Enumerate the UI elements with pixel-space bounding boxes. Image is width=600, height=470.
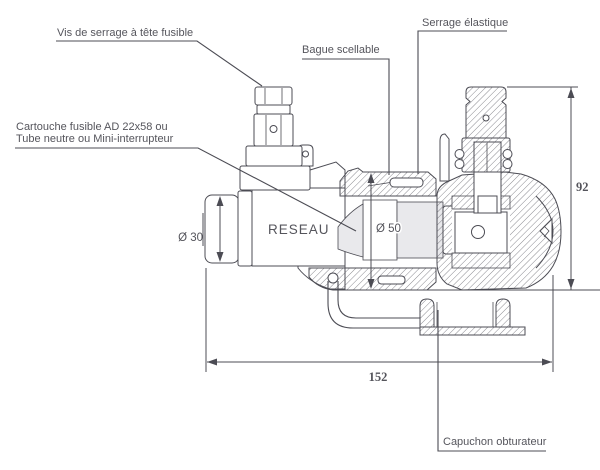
dimension-inlet-diameter: Ø 30 xyxy=(178,196,224,262)
dimension-cartridge-diameter: Ø 50 xyxy=(367,173,402,289)
callouts: Vis de serrage à tête fusible Cartouche … xyxy=(15,17,547,452)
seal-slot-bottom xyxy=(377,275,406,285)
dim-cartridge-diameter-text: Ø 50 xyxy=(376,223,401,235)
cap-right-wall xyxy=(495,298,511,328)
lanyard-anchor xyxy=(327,272,339,284)
lanyard-wire-inner xyxy=(337,281,420,319)
leader-vis xyxy=(56,40,263,87)
screw-washer xyxy=(256,104,291,115)
cartridge-funnel xyxy=(337,203,364,258)
seal-ring-top xyxy=(339,167,437,197)
label-bague: Bague scellable xyxy=(302,44,380,56)
elastic-bolt-upper xyxy=(465,86,507,139)
sealing-cap xyxy=(419,298,526,336)
dimension-height: 92 xyxy=(507,86,589,290)
inner-block-hole xyxy=(471,225,485,239)
mounting-fin xyxy=(439,133,450,182)
inlet-pipe-neck xyxy=(237,190,253,267)
leader-bague xyxy=(302,58,390,175)
cartridge-tube xyxy=(362,199,398,261)
fusible-screw-head xyxy=(254,86,293,106)
label-cartouche-line1: Cartouche fusible AD 22x58 ou xyxy=(16,121,168,133)
bolt-hole xyxy=(482,114,490,122)
outlet-insert xyxy=(539,217,553,245)
leader-capuchon xyxy=(437,310,546,452)
inner-block xyxy=(454,211,508,254)
outlet-chevron xyxy=(543,225,550,238)
lanyard xyxy=(327,272,420,329)
dim-height-text: 92 xyxy=(576,180,589,194)
leader-serrage xyxy=(417,30,507,174)
lanyard-wire-outer xyxy=(327,281,420,329)
nose-inner-line xyxy=(535,195,554,269)
dim-length-text: 152 xyxy=(369,370,388,384)
cartridge-body xyxy=(396,201,444,259)
cap-left-wall xyxy=(419,298,435,328)
label-serrage: Serrage élastique xyxy=(422,17,508,29)
cavity-bottom-band xyxy=(451,252,511,269)
leader-cartouche xyxy=(15,147,357,232)
label-cartouche-line2: Tube neutre ou Mini-interrupteur xyxy=(16,133,174,145)
left-body-assembly xyxy=(202,86,346,290)
cap-brim xyxy=(419,326,526,336)
right-body-assembly xyxy=(436,86,562,291)
dim-inlet-diameter-text: Ø 30 xyxy=(178,232,203,244)
screw-nut xyxy=(253,113,294,147)
tower-base xyxy=(239,165,311,191)
elastic-clamp-rings xyxy=(454,149,513,169)
tower-collar xyxy=(245,145,303,167)
label-capuchon: Capuchon obturateur xyxy=(443,436,547,448)
label-vis: Vis de serrage à tête fusible xyxy=(57,27,193,39)
dimension-length: 152 xyxy=(205,268,554,384)
seal-slot-top xyxy=(389,177,424,188)
label-reseau: RESEAU xyxy=(268,222,330,237)
seal-wire xyxy=(367,182,391,187)
